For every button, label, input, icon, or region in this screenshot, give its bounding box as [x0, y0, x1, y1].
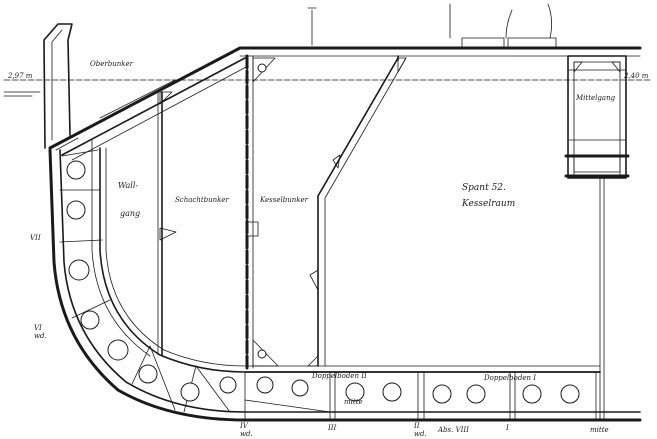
bulkheads	[157, 54, 605, 421]
label-mitte-keel: mitte	[590, 426, 609, 434]
outer-hull	[48, 148, 642, 422]
label-doppelboden-right: Doppelboden I	[483, 374, 536, 382]
bulwark	[43, 23, 79, 151]
label-mittelgang: Mittelgang	[575, 94, 616, 102]
label-oberbunker: Oberbunker	[90, 60, 134, 68]
label-gang: gang	[120, 209, 140, 218]
lightening-holes	[66, 160, 580, 404]
label-long-vii: VII	[30, 234, 41, 242]
double-bottom-floors	[59, 149, 597, 421]
inner-hull	[99, 147, 601, 373]
label-long-vi: VI	[34, 324, 42, 332]
wing-passage-wall	[91, 139, 151, 357]
label-waterline-right: 2,40 m	[623, 72, 649, 80]
label-long-ii: II	[413, 422, 420, 430]
label-kesselraum: Kesselraum	[461, 199, 515, 209]
label-long-iii: III	[327, 424, 337, 432]
label-long-i: I	[505, 424, 509, 432]
label-long-vi-sub: wd.	[34, 332, 47, 340]
label-spant: Spant 52.	[462, 183, 506, 193]
label-long-iv-sub: wd.	[240, 430, 253, 438]
upper-deck	[238, 3, 642, 57]
label-doppelboden-left: Doppelboden II	[311, 372, 367, 380]
waterline	[3, 79, 653, 97]
mittelgang-box	[564, 55, 630, 179]
label-long-iv: IV	[239, 422, 249, 430]
label-mitte: mitte	[344, 398, 363, 406]
sloped-deck	[48, 46, 249, 161]
label-long-ii-sub: wd.	[414, 430, 427, 438]
label-wall: Wall-	[118, 181, 138, 190]
label-waterline-left: 2,97 m	[7, 72, 33, 80]
labels: Oberbunker 2,97 m 2,40 m Mittelgang Wall…	[7, 60, 649, 438]
label-keel: Abs. VIII	[437, 426, 469, 434]
brackets	[159, 57, 407, 367]
label-schachtbunker: Schachtbunker	[175, 196, 230, 204]
label-kesselbunker: Kesselbunker	[259, 196, 309, 204]
